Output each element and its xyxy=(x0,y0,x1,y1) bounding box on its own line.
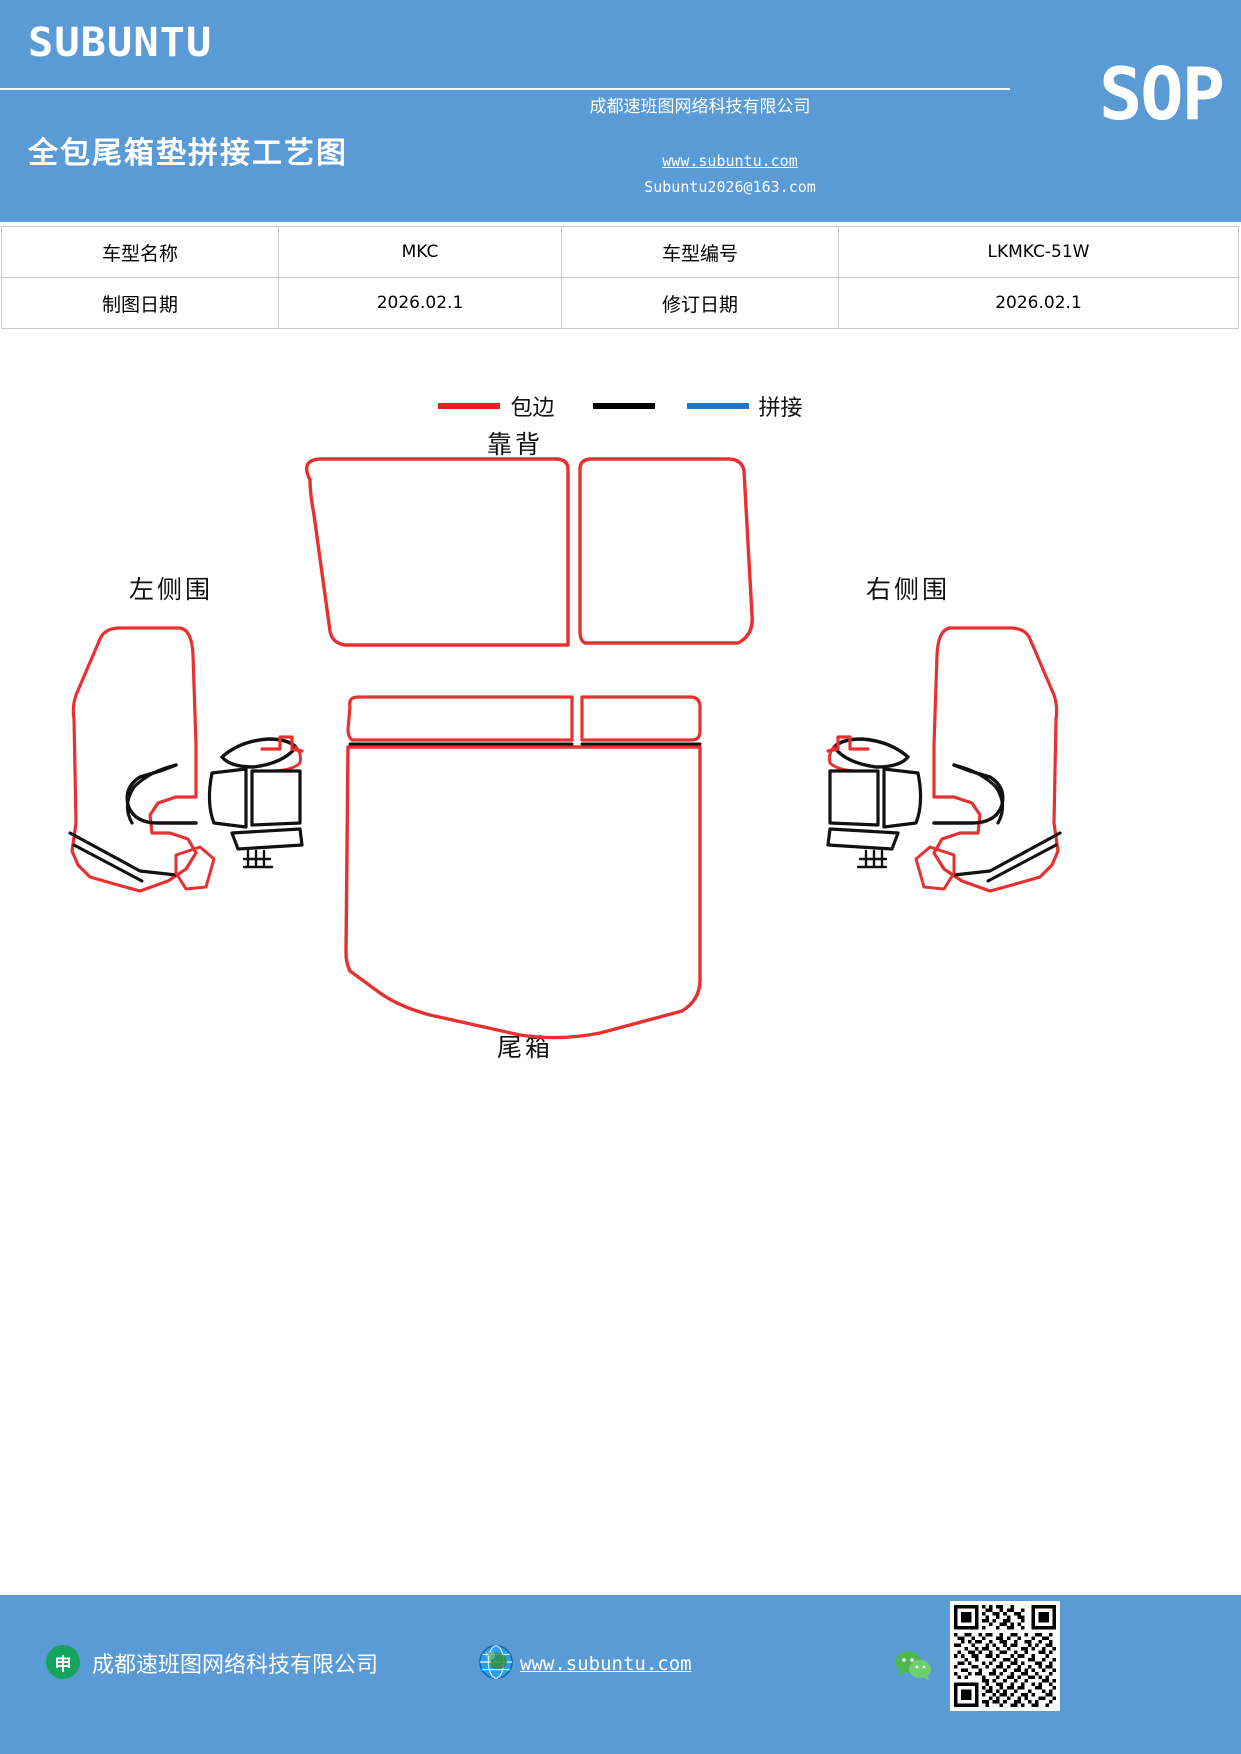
cell-model-name-value: MKC xyxy=(278,226,562,278)
right-side-oval-seam xyxy=(832,737,910,769)
left-side-main-outline xyxy=(70,626,198,893)
document-title: 全包尾箱垫拼接工艺图 xyxy=(28,136,348,171)
sop-badge: SOP xyxy=(1098,52,1225,136)
trunk-top-strip-left-outline xyxy=(346,695,574,742)
legend-swatch-blue-line-icon xyxy=(686,403,749,409)
cell-draw-date-label: 制图日期 xyxy=(1,277,279,329)
right-side-tick-marks xyxy=(856,849,888,869)
vehicle-info-table: 车型名称 MKC 车型编号 LKMKC-51W 制图日期 2026.02.1 修… xyxy=(1,226,1239,329)
cell-model-code-value: LKMKC-51W xyxy=(838,226,1239,278)
left-side-trapezoid-left-seam xyxy=(207,767,248,829)
left-side-tick-marks xyxy=(242,849,274,869)
left-side-rect-right-seam xyxy=(250,769,302,827)
left-side-lower-diagonal-seam-2 xyxy=(72,843,144,883)
part-label-right-side: 右侧围 xyxy=(866,575,951,604)
right-side-lower-diagonal-seam xyxy=(952,831,1062,877)
legend-label-binding: 包边 xyxy=(510,396,555,421)
drawing-canvas xyxy=(68,457,1062,1040)
legend: 包边 拼接 xyxy=(0,390,1241,422)
left-side-inner-hook-seam xyxy=(125,763,198,825)
legend-item-seam-black xyxy=(592,403,665,409)
legend-swatch-red-line-icon xyxy=(438,403,501,409)
right-side-bottom-flap-outline xyxy=(914,845,956,891)
header-divider xyxy=(0,88,1010,90)
technical-drawing: 靠背 左侧围 右侧围 尾箱 xyxy=(0,415,1241,1095)
right-side-oval-red-tab xyxy=(826,735,870,753)
part-label-backrest: 靠背 xyxy=(487,430,544,459)
cell-model-code-label: 车型编号 xyxy=(561,226,839,278)
qr-code xyxy=(950,1601,1060,1711)
legend-swatch-black-line-icon xyxy=(592,403,655,409)
page-footer: 申 成都速班图网络科技有限公司 www.subuntu.com xyxy=(0,1595,1241,1754)
right-side-inner-hook-seam xyxy=(932,763,1005,825)
left-side-lower-diagonal-seam xyxy=(68,831,178,877)
legend-item-seam-blue: 拼接 xyxy=(686,390,803,422)
left-side-bottom-flap-outline xyxy=(174,845,216,891)
right-side-lower-diagonal-seam-2 xyxy=(986,843,1058,883)
part-label-left-side: 左侧围 xyxy=(129,575,214,604)
cell-revise-date-label: 修订日期 xyxy=(561,277,839,329)
right-side-lower-wedge-seam xyxy=(826,827,900,851)
legend-label-seam: 拼接 xyxy=(758,396,803,421)
right-side-rect-left-seam xyxy=(828,769,880,827)
legend-item-binding: 包边 xyxy=(438,390,592,422)
right-side-trapezoid-right-seam xyxy=(882,767,923,829)
header-email: Subuntu2026@163.com xyxy=(644,178,816,196)
trunk-main-outline xyxy=(344,745,702,1040)
backrest-left-outline xyxy=(305,457,570,647)
table-row: 制图日期 2026.02.1 修订日期 2026.02.1 xyxy=(1,277,1239,329)
header-website-link[interactable]: www.subuntu.com xyxy=(662,152,798,170)
left-side-lower-wedge-seam xyxy=(230,827,304,851)
backrest-right-outline xyxy=(578,457,754,645)
cell-revise-date-value: 2026.02.1 xyxy=(838,277,1239,329)
trunk-top-strip-right-outline xyxy=(580,695,702,742)
cell-model-name-label: 车型名称 xyxy=(1,226,279,278)
globe-icon xyxy=(479,1645,513,1679)
footer-website-link[interactable]: www.subuntu.com xyxy=(520,1653,692,1675)
brand-logo: SUBUNTU xyxy=(28,20,213,66)
page-header: SUBUNTU 全包尾箱垫拼接工艺图 成都速班图网络科技有限公司 www.sub… xyxy=(0,0,1241,222)
right-side-main-outline xyxy=(932,626,1060,893)
footer-company-name: 成都速班图网络科技有限公司 xyxy=(92,1653,379,1678)
cell-draw-date-value: 2026.02.1 xyxy=(278,277,562,329)
wechat-icon xyxy=(895,1651,931,1681)
header-company-name: 成都速班图网络科技有限公司 xyxy=(589,97,811,117)
left-side-oval-red-tab xyxy=(260,735,304,753)
left-side-inner-hook-seam-2 xyxy=(125,763,178,825)
right-side-inner-hook-seam-2 xyxy=(952,763,1005,825)
left-side-oval-seam xyxy=(220,737,298,769)
table-row: 车型名称 MKC 车型编号 LKMKC-51W xyxy=(1,226,1239,278)
company-badge-icon: 申 xyxy=(46,1645,80,1679)
